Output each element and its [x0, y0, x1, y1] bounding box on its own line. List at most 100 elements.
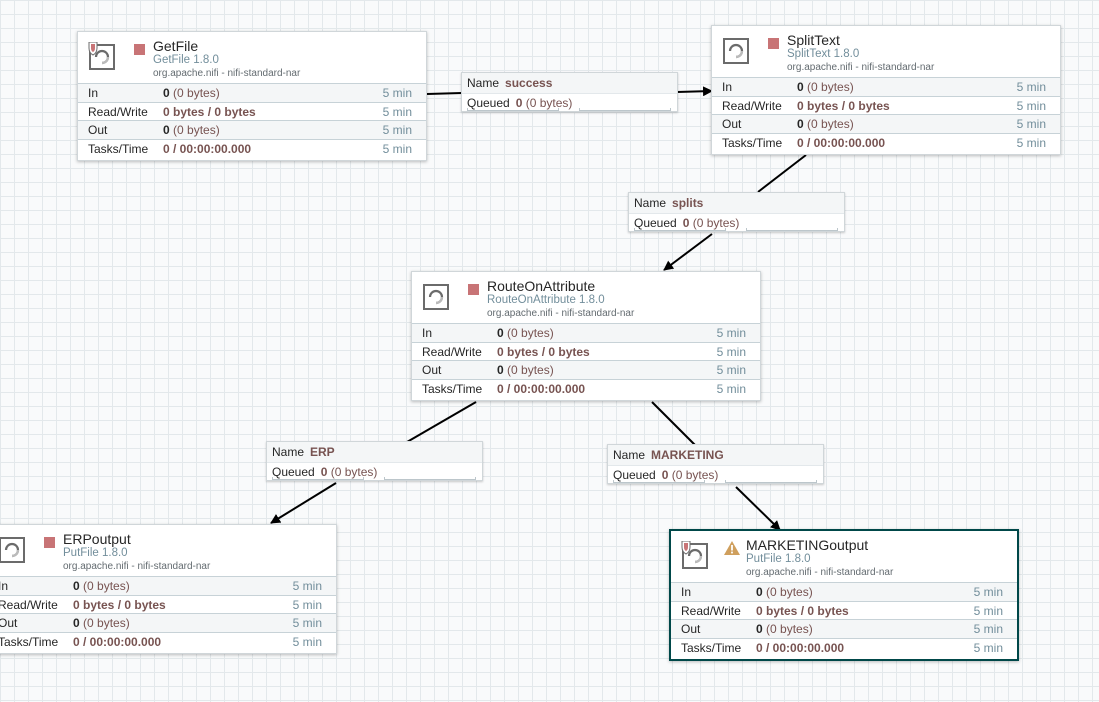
stat-label: Tasks/Time	[681, 640, 742, 655]
processor-bundle: org.apache.nifi - nifi-standard-nar	[487, 308, 635, 319]
stat-row-read-write: Read/Write 0 bytes / 0 bytes 5 min	[0, 594, 336, 614]
processor-marketingoutput[interactable]: MARKETINGoutput PutFile 1.8.0 org.apache…	[669, 529, 1019, 661]
backpressure-size-bar	[725, 480, 817, 483]
processor-erpoutput[interactable]: ERPoutput PutFile 1.8.0 org.apache.nifi …	[0, 524, 337, 654]
stat-label: Tasks/Time	[88, 141, 149, 156]
stat-label: Tasks/Time	[422, 381, 483, 396]
queued-count: 0	[682, 216, 690, 230]
connection-line-marketing-arrow[interactable]	[735, 486, 781, 531]
stat-row-tasks-time: Tasks/Time 0 / 00:00:00.000 5 min	[412, 378, 760, 398]
stopped-square-icon[interactable]	[468, 284, 479, 295]
connection-line-erp-arrow[interactable]	[270, 482, 337, 524]
stat-duration: 5 min	[973, 640, 1003, 655]
queued-size: (0 bytes)	[330, 465, 378, 479]
stat-row-in: In 0 (0 bytes) 5 min	[412, 323, 760, 342]
stat-label: Read/Write	[722, 98, 782, 113]
connection-line-splits-arrow[interactable]	[663, 233, 713, 271]
stopped-square-icon[interactable]	[134, 44, 145, 55]
stat-label: Tasks/Time	[0, 634, 59, 649]
stat-row-out: Out 0 (0 bytes) 5 min	[671, 619, 1017, 638]
backpressure-count-bar	[272, 477, 364, 480]
processor-icon	[0, 537, 25, 563]
stat-value: 0 / 00:00:00.000	[163, 141, 252, 156]
processor-icon	[723, 38, 749, 64]
stopped-square-icon[interactable]	[768, 38, 779, 49]
stat-value: 0	[497, 326, 504, 340]
stat-value: 0	[163, 86, 170, 100]
connection-name: ERP	[310, 445, 335, 459]
processor-routeonattribute[interactable]: RouteOnAttribute RouteOnAttribute 1.8.0 …	[411, 271, 761, 401]
stat-value: 0	[73, 616, 80, 631]
stat-value: 0 / 00:00:00.000	[756, 640, 845, 655]
queued-label: Queued	[634, 216, 677, 230]
processor-name: ERPoutput	[63, 531, 131, 547]
stat-value: 0	[497, 363, 504, 378]
processor-bundle: org.apache.nifi - nifi-standard-nar	[63, 561, 211, 572]
stat-label: In	[88, 86, 99, 100]
connection-line-splits[interactable]	[757, 154, 807, 193]
connection-name-label: Name	[272, 445, 305, 459]
stat-duration: 5 min	[716, 326, 746, 340]
processor-type: SplitText 1.8.0	[787, 48, 860, 60]
stat-row-read-write: Read/Write 0 bytes / 0 bytes 5 min	[412, 341, 760, 361]
connection-name-label: Name	[467, 76, 500, 90]
backpressure-size-bar	[746, 228, 838, 231]
connection-line-success[interactable]	[426, 92, 463, 95]
stat-duration: 5 min	[973, 585, 1003, 599]
stopped-square-icon[interactable]	[44, 537, 55, 548]
stat-label: Out	[0, 616, 18, 631]
stat-value: 0	[73, 579, 80, 593]
stat-row-out: Out 0 (0 bytes) 5 min	[0, 613, 336, 632]
stat-label: Read/Write	[0, 597, 58, 612]
stat-duration: 5 min	[382, 104, 412, 119]
stat-value: 0 bytes / 0 bytes	[756, 603, 849, 618]
stat-duration: 5 min	[973, 603, 1003, 618]
stat-subvalue: (0 bytes)	[766, 585, 813, 599]
processor-splittext[interactable]: SplitText SplitText 1.8.0 org.apache.nif…	[711, 25, 1061, 155]
stat-row-out: Out 0 (0 bytes) 5 min	[412, 360, 760, 379]
processor-bundle: org.apache.nifi - nifi-standard-nar	[746, 567, 894, 578]
stat-subvalue: (0 bytes)	[173, 123, 220, 138]
stat-row-in: In 0 (0 bytes) 5 min	[0, 576, 336, 595]
connection-line-marketing[interactable]	[651, 401, 696, 446]
stat-label: Read/Write	[681, 603, 741, 618]
warning-triangle-icon[interactable]	[724, 541, 740, 555]
stat-duration: 5 min	[292, 579, 322, 593]
connection-line-success-arrow[interactable]	[676, 86, 713, 97]
processor-icon	[88, 42, 115, 70]
stat-value: 0 bytes / 0 bytes	[163, 104, 256, 119]
processor-getfile[interactable]: GetFile GetFile 1.8.0 org.apache.nifi - …	[77, 31, 427, 161]
processor-type: RouteOnAttribute 1.8.0	[487, 294, 605, 306]
stat-subvalue: (0 bytes)	[766, 622, 813, 637]
stat-row-in: In 0 (0 bytes) 5 min	[78, 83, 426, 102]
stat-label: In	[0, 579, 9, 593]
stat-value: 0	[163, 123, 170, 138]
stat-duration: 5 min	[1016, 98, 1046, 113]
stat-label: Out	[422, 363, 442, 378]
processor-name: GetFile	[153, 38, 199, 54]
connection-line-erp[interactable]	[406, 401, 477, 443]
queued-label: Queued	[272, 465, 315, 479]
stat-duration: 5 min	[382, 123, 412, 138]
backpressure-size-bar	[384, 477, 476, 480]
stat-row-out: Out 0 (0 bytes) 5 min	[78, 120, 426, 139]
stat-row-read-write: Read/Write 0 bytes / 0 bytes 5 min	[78, 101, 426, 121]
stat-duration: 5 min	[1016, 117, 1046, 132]
processor-bundle: org.apache.nifi - nifi-standard-nar	[787, 62, 935, 73]
stat-label: Out	[88, 123, 108, 138]
stat-subvalue: (0 bytes)	[507, 326, 554, 340]
stat-label: In	[722, 80, 733, 94]
stat-duration: 5 min	[1016, 80, 1046, 94]
stat-subvalue: (0 bytes)	[807, 80, 854, 94]
queued-size: (0 bytes)	[692, 216, 740, 230]
stat-label: Out	[681, 622, 701, 637]
stat-value: 0 / 00:00:00.000	[497, 381, 586, 396]
stat-duration: 5 min	[973, 622, 1003, 637]
connection-name: success	[505, 76, 553, 90]
stat-duration: 5 min	[716, 363, 746, 378]
